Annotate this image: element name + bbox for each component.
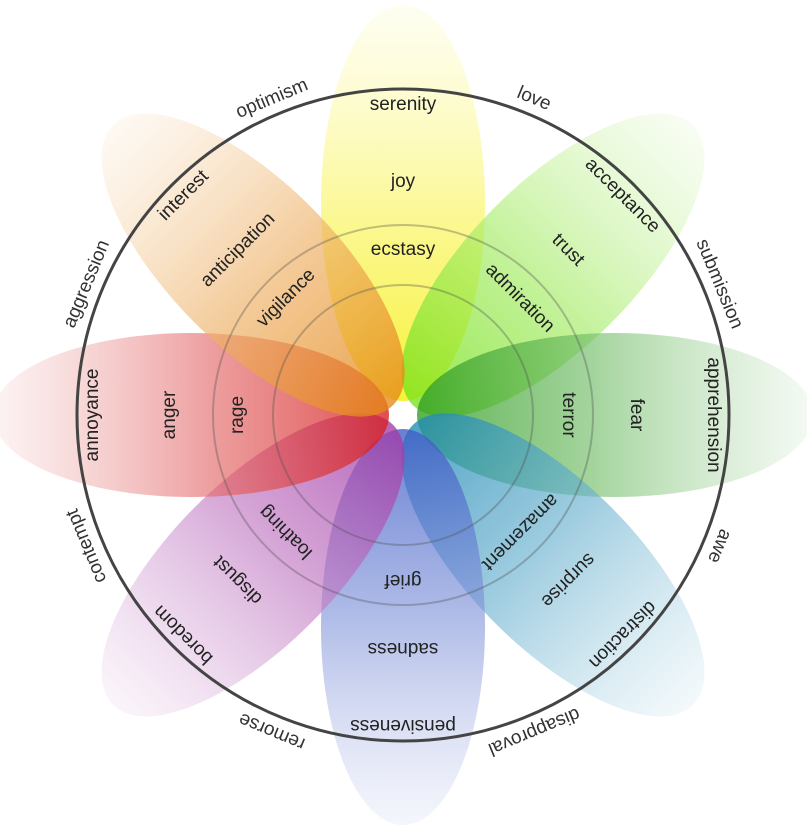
label-sadness-outer: pensiveness — [350, 715, 456, 736]
outer-ring — [75, 87, 731, 743]
label-fear-middle: fear — [626, 399, 647, 432]
label-fear-outer: apprehension — [703, 357, 724, 472]
label-fear-inner: terror — [558, 392, 579, 438]
petal-trust — [401, 113, 705, 417]
petal-disgust — [101, 413, 405, 717]
label-joy-inner: ecstasy — [371, 239, 436, 260]
label-sadness-middle: sadness — [368, 638, 439, 659]
label-joy-middle: joy — [390, 171, 416, 192]
dyad-disapproval: disapproval — [485, 703, 583, 760]
petal-layer — [0, 5, 807, 825]
petal-shape-surprise — [401, 413, 705, 717]
label-anger-middle: anger — [159, 390, 180, 439]
middle-ring — [212, 224, 594, 606]
petal-shape-trust — [401, 113, 705, 417]
petal-surprise — [401, 413, 705, 717]
inner-ring — [272, 284, 534, 546]
dyad-remorse: remorse — [236, 708, 308, 754]
petal-shape-anticipation — [101, 113, 405, 417]
label-anger-outer: annoyance — [82, 369, 103, 462]
label-sadness-inner: grief — [384, 570, 422, 591]
petal-anticipation — [101, 113, 405, 417]
ring-layer — [75, 87, 731, 743]
label-anger-inner: rage — [227, 396, 248, 434]
petal-shape-disgust — [101, 413, 405, 717]
label-joy-outer: serenity — [370, 94, 437, 115]
